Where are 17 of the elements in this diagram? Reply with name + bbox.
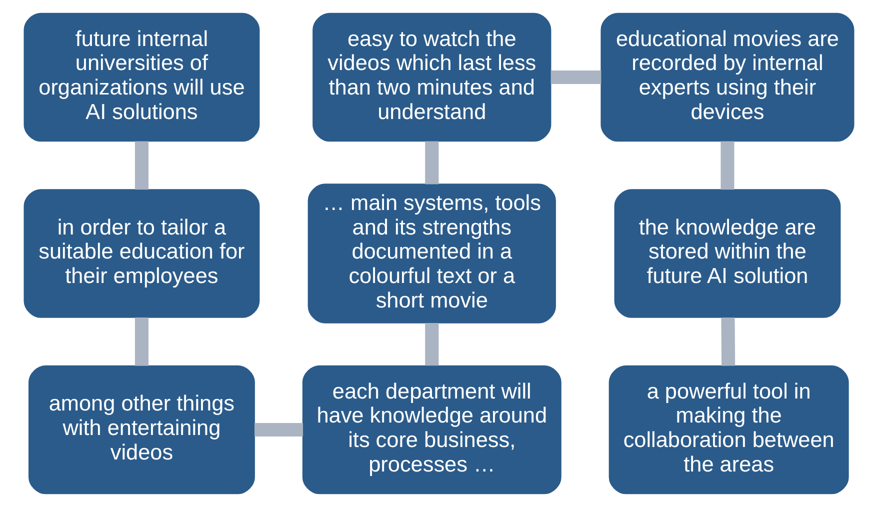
node-box: each department will have knowledge around its core business, processes … [302, 365, 561, 494]
connector [134, 141, 148, 190]
connector [720, 317, 735, 366]
connector [254, 423, 302, 437]
connector [134, 318, 148, 366]
connector [550, 70, 601, 84]
node-box: easy to watch the videos which last less than two minutes and understand [312, 12, 551, 142]
connector [424, 141, 438, 184]
node-box: a powerful tool in making the collaboration between the areas [608, 365, 848, 494]
node-box: among other things with entertaining videos [28, 365, 254, 494]
node-box: … main systems, tools and its strengths documented in a colourful text or a short movie [307, 184, 556, 324]
node-box: in order to tailor a suitable education for their employees [23, 189, 260, 318]
node-box: future internal universities of organizations will use AI solutions [23, 12, 260, 142]
node-box: the knowledge are stored within the future AI solution [614, 189, 840, 318]
connector [424, 322, 438, 366]
connector [720, 141, 734, 190]
node-box: educational movies are recorded by internal experts using their devices [600, 12, 854, 142]
